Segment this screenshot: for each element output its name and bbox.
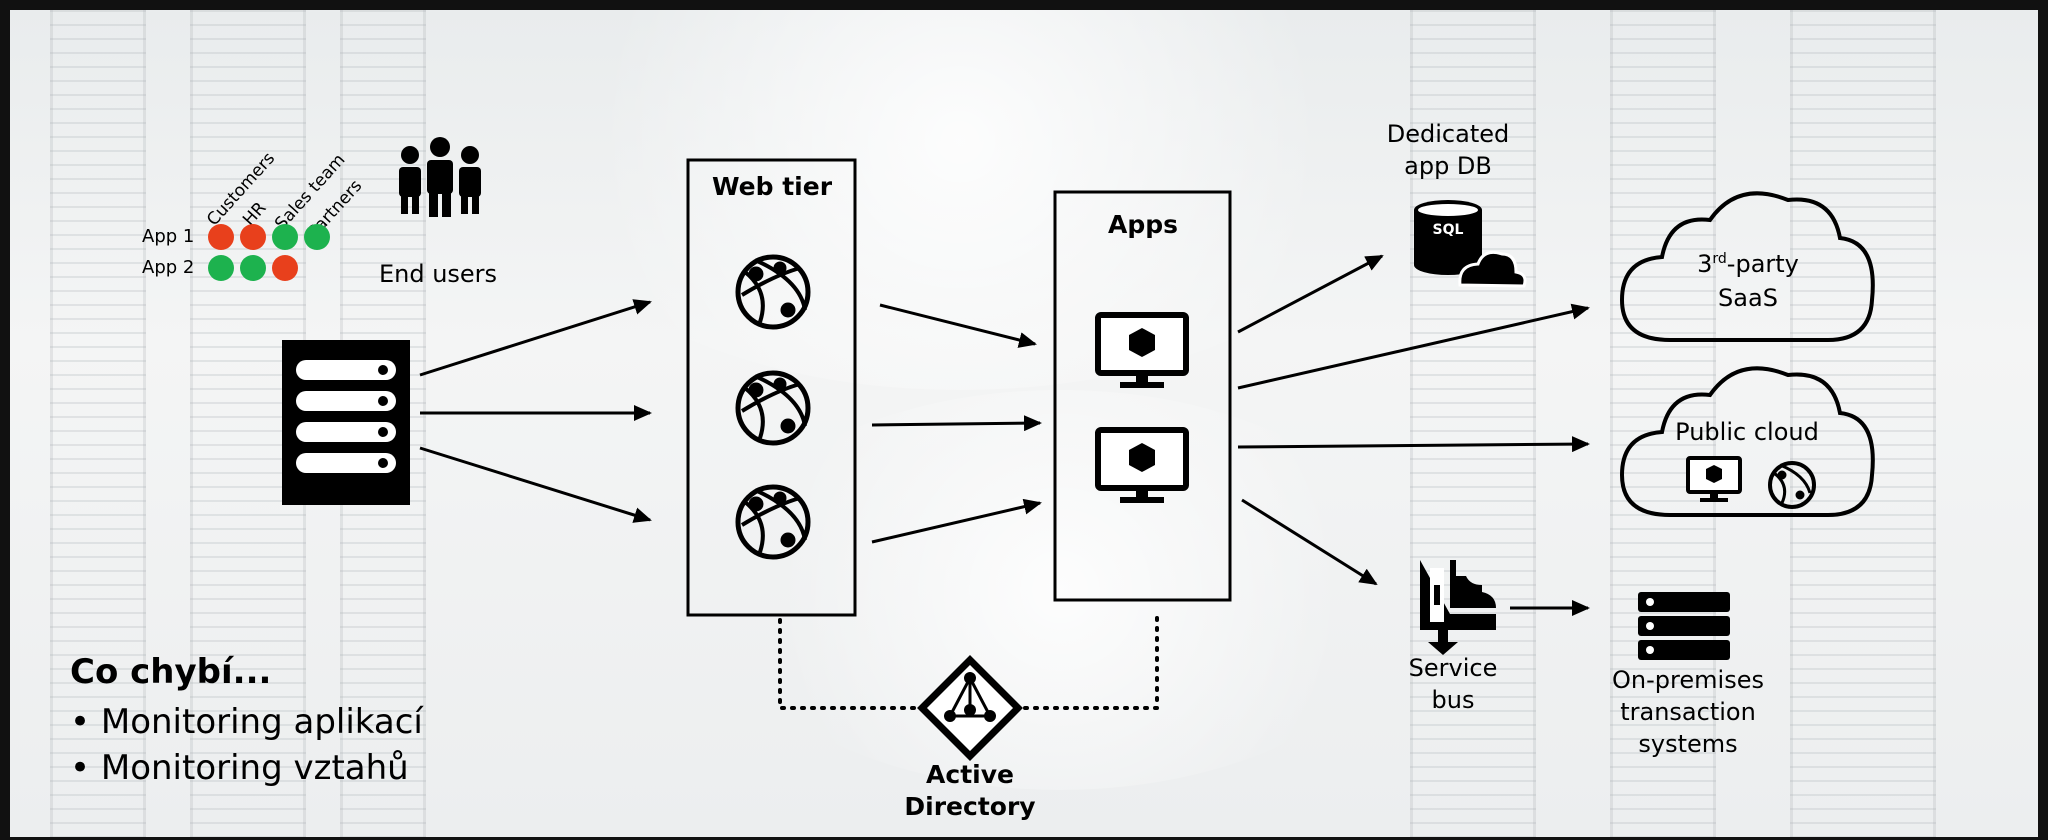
bg-server-rack — [1410, 10, 1536, 837]
on-prem-label-line1: On-premises — [1612, 666, 1764, 694]
on-premises-server-icon — [1638, 592, 1730, 660]
status-dot — [208, 224, 234, 250]
sql-database-icon — [1414, 200, 1527, 288]
globe-icon — [735, 370, 811, 446]
on-prem-label-line3: systems — [1638, 730, 1738, 758]
monitor-app-icon — [1686, 456, 1742, 502]
app-row-label: App 1 — [142, 226, 195, 247]
dedicated-db-label-line1: Dedicated — [1386, 120, 1510, 148]
service-bus-label-line2: bus — [1431, 686, 1475, 714]
public-cloud-label: Public cloud — [1675, 418, 1819, 446]
apps-title: Apps — [1107, 210, 1179, 239]
missing-title: Co chybí... — [70, 652, 272, 692]
public-cloud-shape — [1619, 366, 1875, 517]
bg-cloud — [710, 390, 1410, 790]
arrows-to-web-tier — [419, 299, 652, 523]
server-icon — [282, 340, 410, 505]
active-directory-label-line2: Directory — [904, 792, 1036, 821]
missing-item: • Monitoring aplikací — [70, 702, 423, 742]
on-prem-label-line2: transaction — [1620, 698, 1756, 726]
architecture-diagram — [282, 137, 1875, 761]
bg-server-rack — [50, 10, 146, 837]
status-dot — [240, 255, 266, 281]
people-icon — [399, 137, 481, 217]
missing-item: • Monitoring vztahů — [70, 748, 409, 788]
saas-label-line2: SaaS — [1718, 284, 1778, 312]
arrows-from-apps — [1237, 254, 1590, 616]
status-dot — [240, 224, 266, 250]
active-directory-icon — [917, 655, 1023, 761]
status-dot — [272, 255, 298, 281]
active-directory-links — [778, 616, 1159, 710]
globe-icon — [1768, 461, 1816, 509]
saas-cloud-shape — [1619, 191, 1875, 342]
monitor-app-icon — [1095, 312, 1189, 388]
end-users-label: End users — [378, 260, 498, 288]
globe-icon — [735, 484, 811, 560]
web-tier-box — [686, 158, 857, 617]
service-bus-label-line1: Service — [1408, 654, 1498, 682]
dedicated-db-label-line2: app DB — [1404, 152, 1492, 180]
sql-badge: SQL — [1432, 222, 1464, 238]
app-row-label: App 2 — [142, 257, 195, 278]
monitor-app-icon — [1095, 427, 1189, 503]
status-dot — [304, 224, 330, 250]
active-directory-label-line1: Active — [926, 760, 1014, 789]
status-dot — [208, 255, 234, 281]
apps-box — [1053, 190, 1232, 602]
service-bus-icon — [1420, 560, 1496, 655]
saas-label-line1: 3rd-party — [1697, 250, 1799, 278]
web-tier-title: Web tier — [711, 172, 833, 201]
globe-icon — [735, 254, 811, 330]
arrows-to-apps — [871, 303, 1042, 544]
status-dot — [272, 224, 298, 250]
